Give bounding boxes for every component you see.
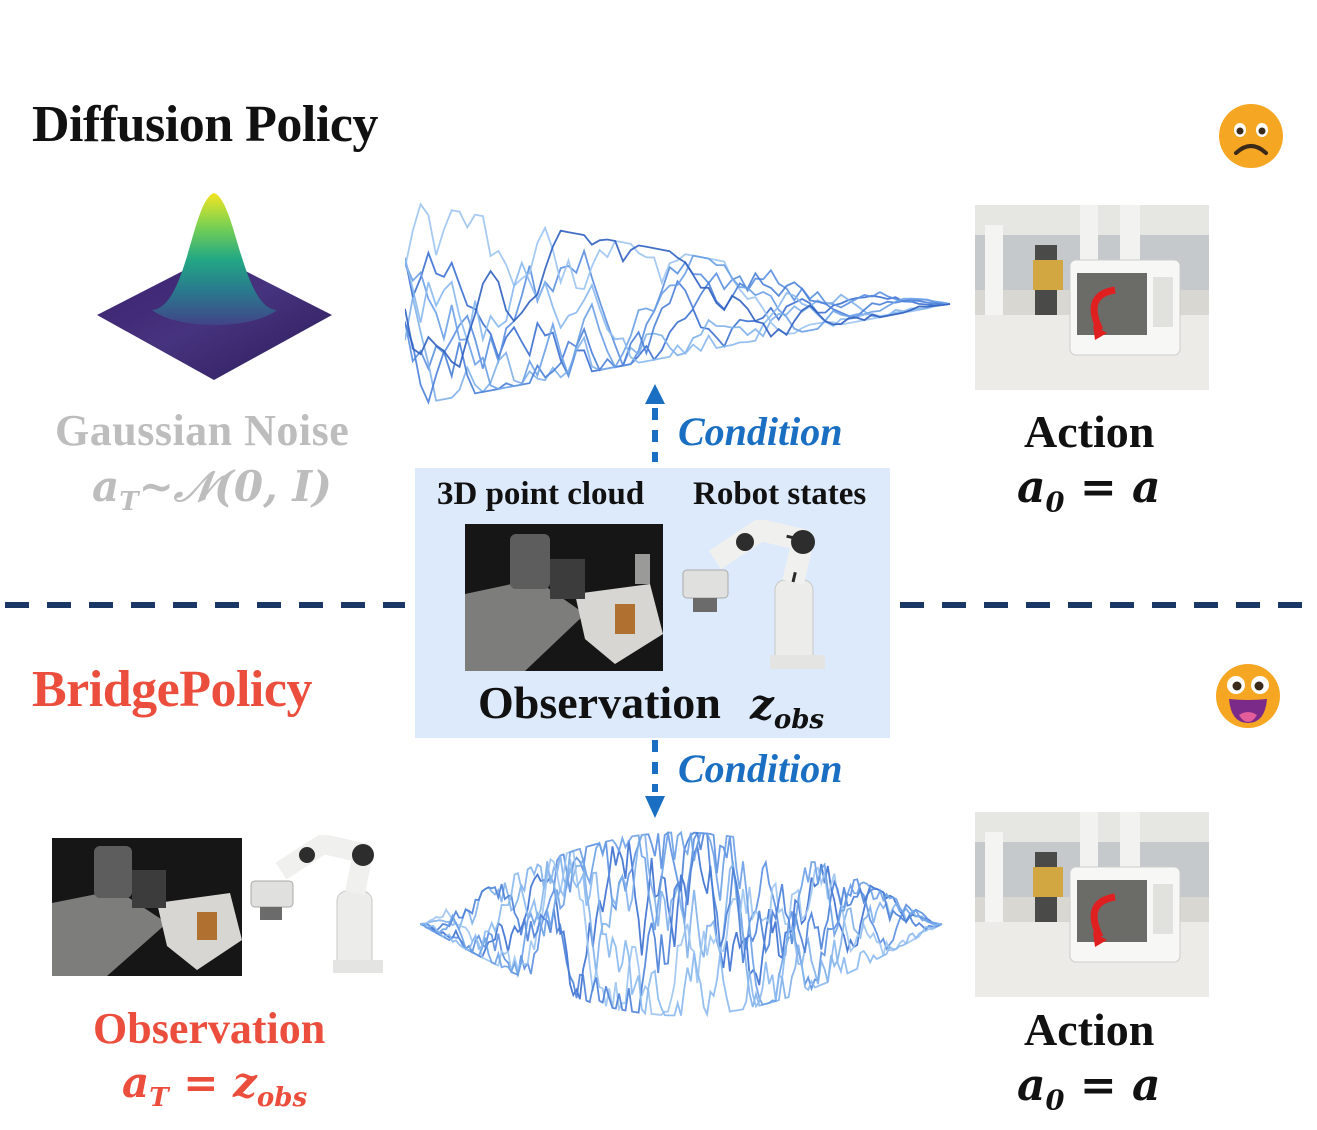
observation-label: Observation	[478, 677, 721, 728]
condition-arrow-up	[645, 384, 665, 462]
observation-label-bottom: Observation	[93, 1004, 326, 1053]
robot-states-label: Robot states	[693, 476, 867, 512]
gaussian-noise-surface	[92, 190, 337, 385]
condition-arrow-down	[645, 740, 665, 818]
bridge-trajectory-4	[420, 849, 943, 1016]
action-image-bottom	[975, 812, 1209, 997]
gaussian-noise-label: Gaussian Noise	[55, 406, 350, 455]
point-cloud-image-bottom	[52, 838, 242, 976]
diffusion-trajectory-6	[405, 254, 951, 390]
diffusion-trajectory-8	[405, 229, 951, 369]
condition-label-top: Condition	[678, 409, 843, 454]
observation-formula-bottom: aT = zobs	[122, 1058, 308, 1114]
action-formula-top: a0 = a	[1017, 462, 1161, 519]
diffusion-trajectory-5	[405, 271, 951, 405]
point-cloud-image	[465, 524, 663, 671]
robot-arm-image-bottom	[245, 834, 390, 975]
bridge-trajectory-7	[420, 859, 942, 1018]
gaussian-noise-formula: aT~𝒩(0, I)	[92, 462, 332, 518]
section-divider-right	[900, 602, 1313, 608]
bridge-trajectories	[420, 830, 943, 1018]
action-image-top	[975, 205, 1209, 390]
robot-arm-image	[675, 519, 835, 670]
observation-formula: zobs	[750, 680, 825, 736]
action-label-top: Action	[1024, 406, 1155, 457]
action-formula-bottom: a0 = a	[1017, 1060, 1161, 1117]
happy-face-icon	[1215, 663, 1281, 729]
diffusion-trajectories	[405, 202, 951, 405]
diffusion-trajectory-2	[405, 247, 951, 372]
bridge-trajectory-5	[420, 831, 943, 1014]
bridge-trajectory-6	[420, 830, 943, 1006]
section-divider-left	[5, 602, 405, 608]
observation-panel: 3D point cloud Robot states Observation …	[415, 468, 890, 738]
point-cloud-label: 3D point cloud	[437, 476, 645, 512]
condition-label-bottom: Condition	[678, 746, 843, 791]
bridge-policy-title: BridgePolicy	[32, 661, 312, 718]
action-label-bottom: Action	[1024, 1004, 1155, 1055]
diffusion-trajectory-3	[405, 293, 951, 402]
diffusion-trajectory-4	[405, 202, 951, 335]
bridge-trajectory-3	[420, 833, 942, 1008]
diffusion-policy-title: Diffusion Policy	[32, 96, 378, 153]
diffusion-trajectory-7	[405, 257, 951, 364]
sad-face-icon	[1218, 103, 1284, 169]
